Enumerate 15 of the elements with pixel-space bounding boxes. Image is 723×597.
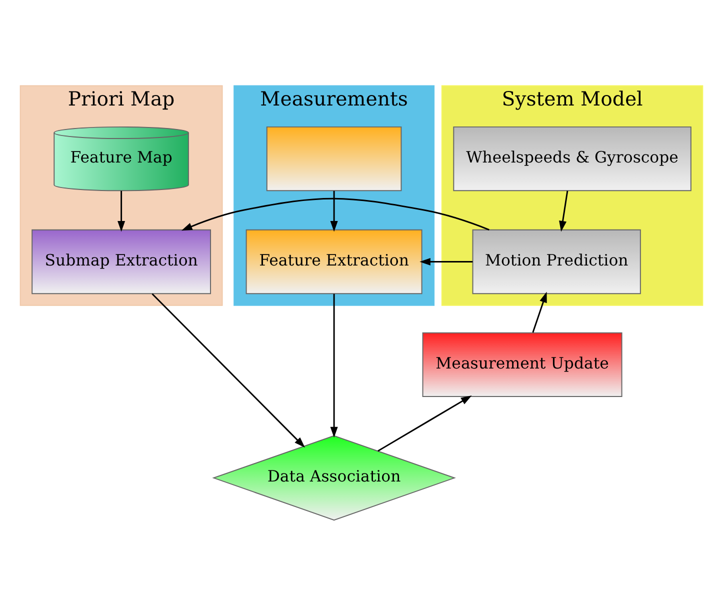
arrow [378, 395, 472, 452]
arrow [118, 190, 126, 232]
node-box: Feature Extraction [246, 228, 422, 294]
arrow [330, 293, 338, 438]
node-box: Wheelspeeds & Gyroscope [453, 126, 692, 191]
node-box [266, 126, 402, 191]
arrow [152, 292, 305, 448]
arrow [181, 197, 490, 230]
arrow [559, 190, 568, 232]
arrow [532, 291, 547, 332]
node-box: Submap Extraction [32, 228, 212, 294]
arrow [330, 190, 338, 232]
node-box: Motion Prediction [472, 228, 641, 294]
node-box: Measurement Update [422, 332, 622, 397]
arrow [420, 257, 473, 266]
